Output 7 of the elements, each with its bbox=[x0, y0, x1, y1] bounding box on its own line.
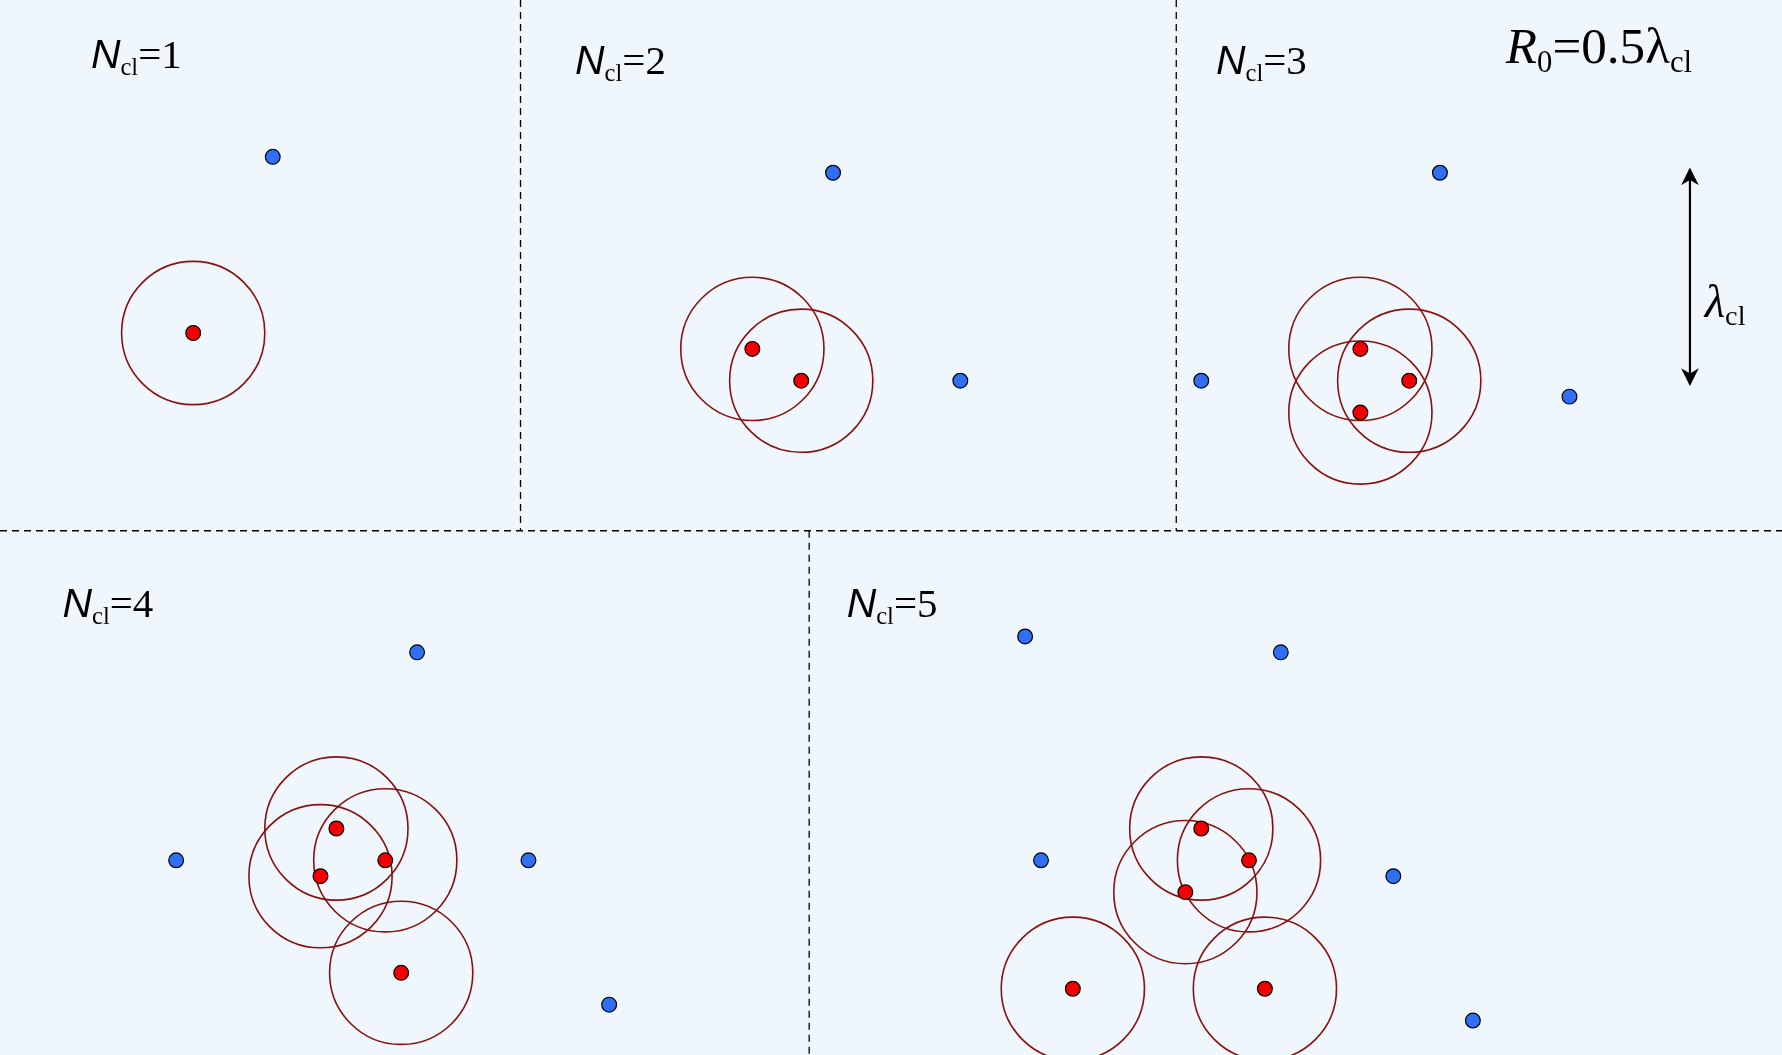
panel-label: N$_{cl}$=3 bbox=[1216, 39, 1307, 86]
parameter-label: R$_{0}$=0.5λ$_{cl}$ bbox=[1505, 20, 1693, 79]
dimension-label: λ$_{cl}$ bbox=[1704, 278, 1746, 332]
panel-label: N$_{cl}$=4 bbox=[62, 583, 154, 629]
panel-label: N$_{cl}$=5 bbox=[846, 583, 938, 629]
panel-label: N$_{cl}$=1 bbox=[90, 34, 182, 80]
panel-label: N$_{cl}$=2 bbox=[575, 39, 666, 86]
